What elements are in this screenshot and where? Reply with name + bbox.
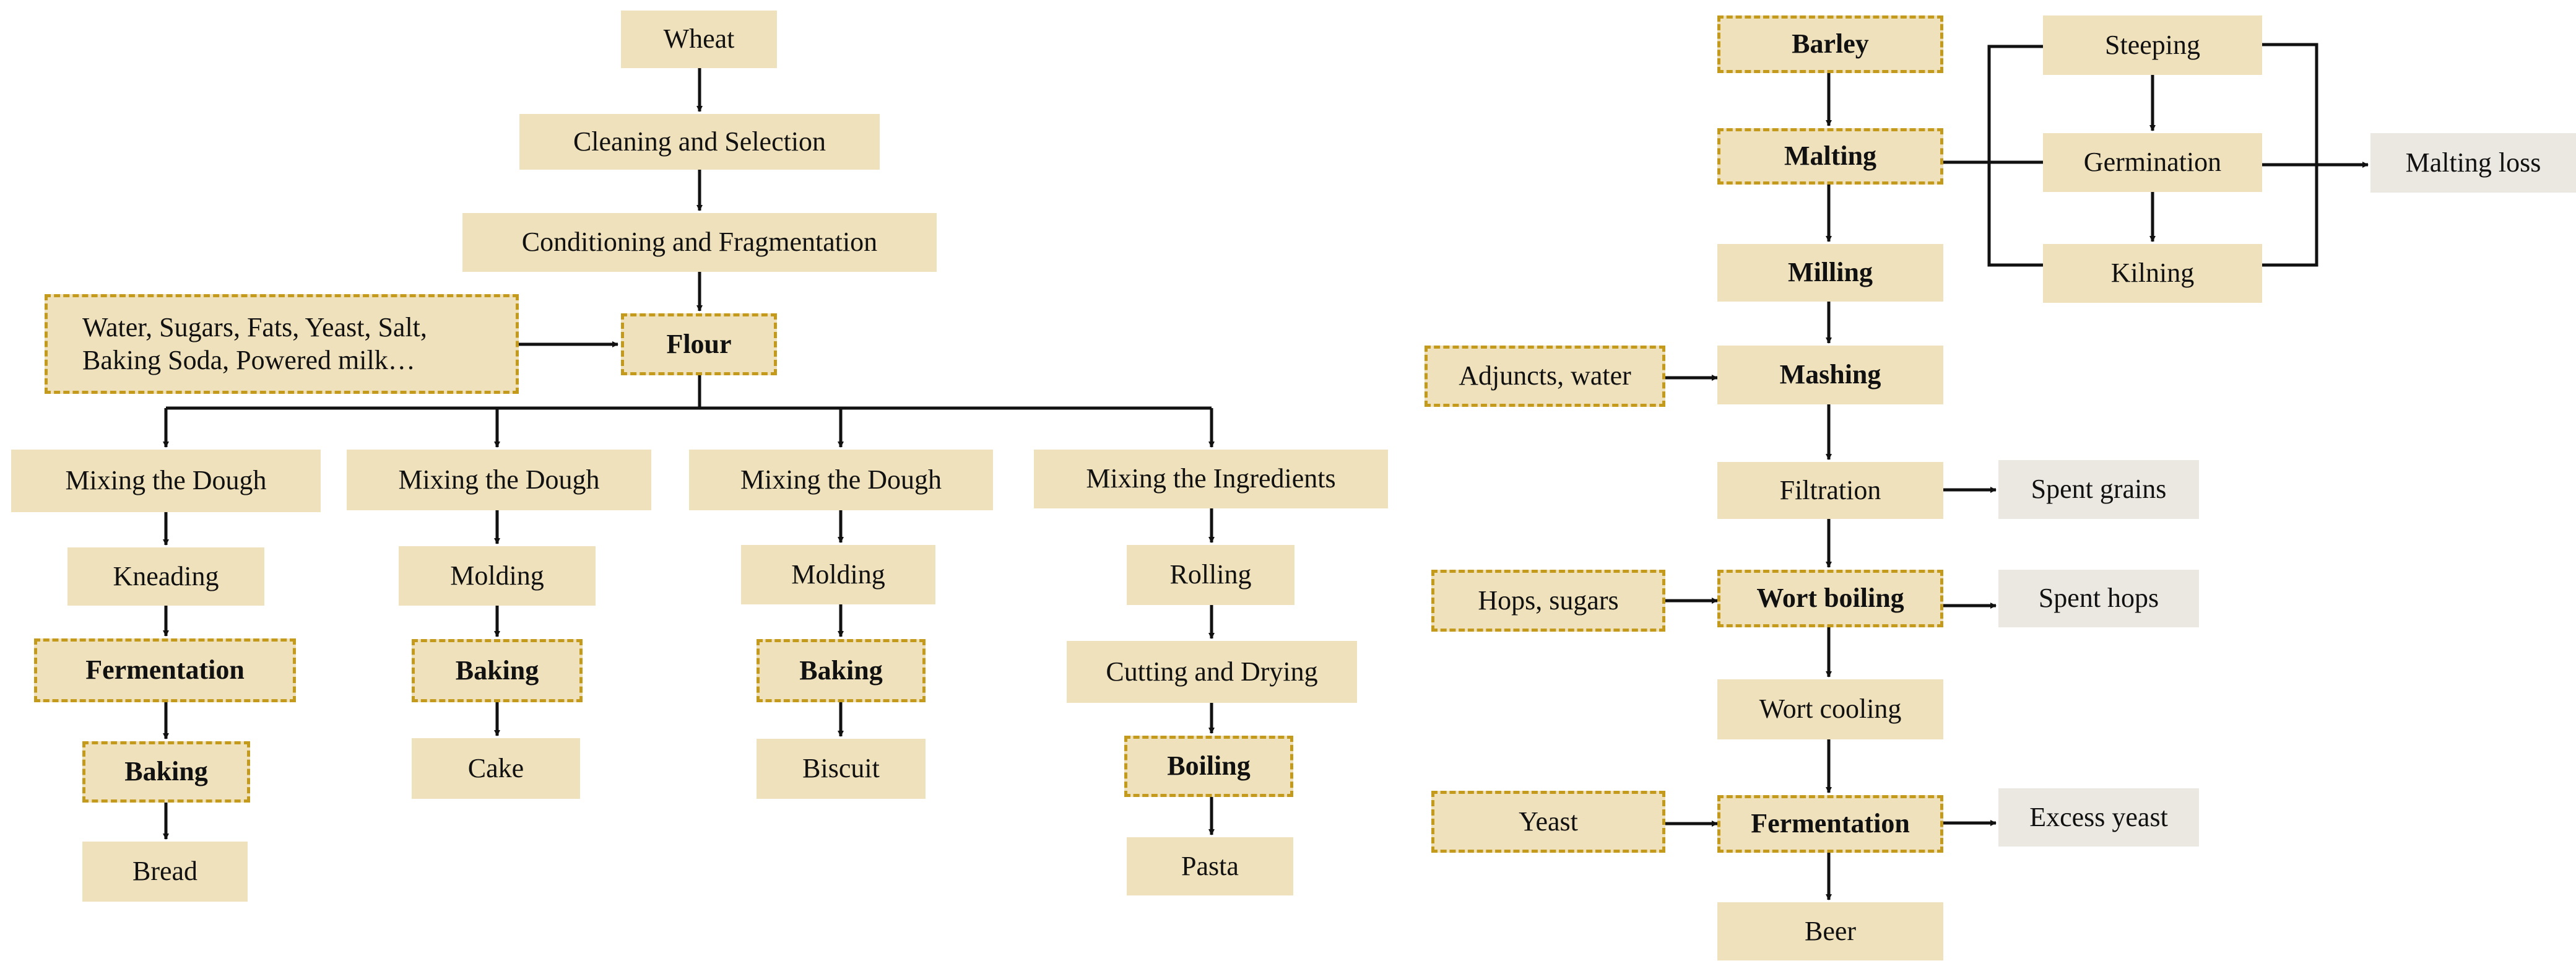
cake-box: Cake bbox=[412, 738, 580, 799]
additives-text: Water, Sugars, Fats, Yeast, Salt, Baking… bbox=[82, 311, 427, 377]
biscuit-molding-box: Molding bbox=[741, 545, 935, 604]
additives-line-1: Water, Sugars, Fats, Yeast, Salt, bbox=[82, 311, 427, 342]
filtration-box: Filtration bbox=[1717, 462, 1943, 519]
cutting-drying-box: Cutting and Drying bbox=[1067, 641, 1357, 703]
rolling-box: Rolling bbox=[1127, 545, 1295, 605]
germination-box: Germination bbox=[2043, 133, 2262, 192]
biscuit-mixing-box: Mixing the Dough bbox=[689, 450, 993, 510]
pasta-mixing-box: Mixing the Ingredients bbox=[1034, 450, 1388, 508]
additives-box: Water, Sugars, Fats, Yeast, Salt, Baking… bbox=[45, 294, 519, 394]
wort-boiling-box: Wort boiling bbox=[1717, 570, 1943, 627]
kneading-box: Kneading bbox=[67, 547, 264, 606]
biscuit-box: Biscuit bbox=[757, 739, 926, 799]
additives-line-2: Baking Soda, Powered milk… bbox=[82, 344, 415, 375]
bread-mixing-box: Mixing the Dough bbox=[11, 450, 321, 512]
malting-loss-box: Malting loss bbox=[2370, 133, 2576, 193]
conditioning-box: Conditioning and Fragmentation bbox=[462, 213, 937, 272]
boiling-box: Boiling bbox=[1124, 736, 1293, 797]
kilning-box: Kilning bbox=[2043, 244, 2262, 303]
bread-box: Bread bbox=[82, 842, 248, 902]
spent-grains-box: Spent grains bbox=[1998, 460, 2199, 519]
yeast-box: Yeast bbox=[1431, 791, 1665, 853]
hops-sugars-box: Hops, sugars bbox=[1431, 570, 1665, 632]
cake-baking-box: Baking bbox=[412, 639, 583, 702]
milling-box: Milling bbox=[1717, 244, 1943, 302]
bread-fermentation-box: Fermentation bbox=[34, 638, 296, 702]
steeping-box: Steeping bbox=[2043, 15, 2262, 75]
malting-box: Malting bbox=[1717, 128, 1943, 185]
fermentation-box: Fermentation bbox=[1717, 795, 1943, 853]
mashing-box: Mashing bbox=[1717, 346, 1943, 404]
adjuncts-water-box: Adjuncts, water bbox=[1425, 346, 1665, 407]
pasta-box: Pasta bbox=[1127, 837, 1293, 895]
cleaning-box: Cleaning and Selection bbox=[519, 114, 880, 170]
cake-mixing-box: Mixing the Dough bbox=[347, 450, 651, 510]
bread-baking-box: Baking bbox=[82, 741, 250, 803]
bracket-right bbox=[2262, 43, 2318, 267]
wheat-box: Wheat bbox=[621, 11, 777, 68]
cake-molding-box: Molding bbox=[399, 546, 596, 606]
flour-box: Flour bbox=[621, 313, 777, 375]
biscuit-baking-box: Baking bbox=[757, 639, 926, 702]
excess-yeast-box: Excess yeast bbox=[1998, 788, 2199, 847]
spent-hops-box: Spent hops bbox=[1998, 570, 2199, 627]
barley-box: Barley bbox=[1717, 15, 1943, 73]
beer-box: Beer bbox=[1717, 902, 1943, 960]
wort-cooling-box: Wort cooling bbox=[1717, 679, 1943, 739]
bracket-left bbox=[1987, 45, 2043, 267]
